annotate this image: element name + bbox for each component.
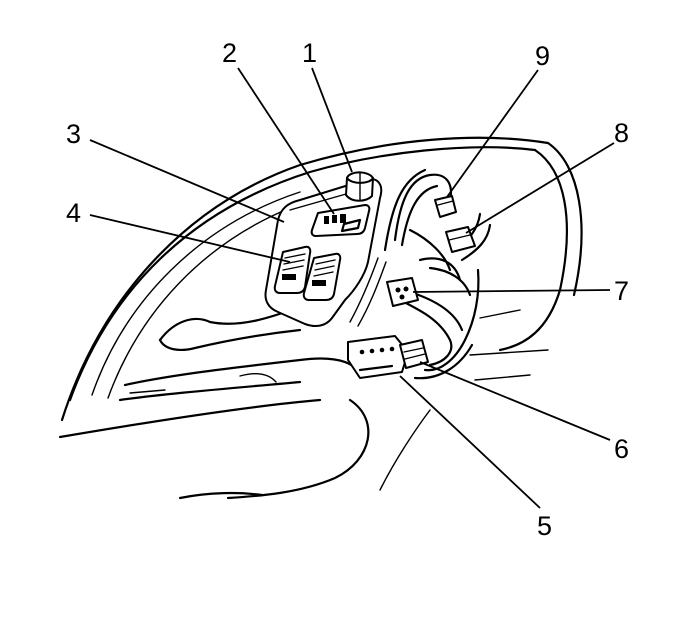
callout-3: 3 <box>66 119 81 149</box>
leader-6 <box>419 361 611 441</box>
callout-2: 2 <box>222 38 237 68</box>
door-lock-switch <box>310 204 371 237</box>
connector-9 <box>434 195 457 218</box>
door-trim-panel <box>58 136 583 500</box>
window-switches <box>273 245 342 301</box>
connector-8 <box>445 226 476 253</box>
connector-6 <box>399 339 429 369</box>
leader-1 <box>311 67 353 173</box>
callout-8: 8 <box>614 118 629 148</box>
callout-5: 5 <box>537 511 552 541</box>
leader-5 <box>399 375 541 509</box>
connector-5 <box>347 335 409 379</box>
wire-harness <box>349 168 492 380</box>
callout-6: 6 <box>614 434 629 464</box>
mirror-switch-knob <box>345 171 374 202</box>
leader-3 <box>89 139 285 223</box>
leader-4 <box>89 214 291 263</box>
armrest-pull-handle <box>118 303 362 402</box>
callout-labels: 1 2 3 4 5 6 7 8 9 <box>66 38 629 541</box>
leader-8 <box>465 142 615 234</box>
callout-7: 7 <box>614 276 629 306</box>
callout-1: 1 <box>302 38 317 68</box>
leader-lines <box>89 67 615 509</box>
callout-4: 4 <box>66 198 81 228</box>
callout-9: 9 <box>535 41 550 71</box>
leader-9 <box>446 69 539 198</box>
connector-7 <box>386 277 419 307</box>
leader-7 <box>412 289 611 293</box>
leader-2 <box>237 67 335 215</box>
